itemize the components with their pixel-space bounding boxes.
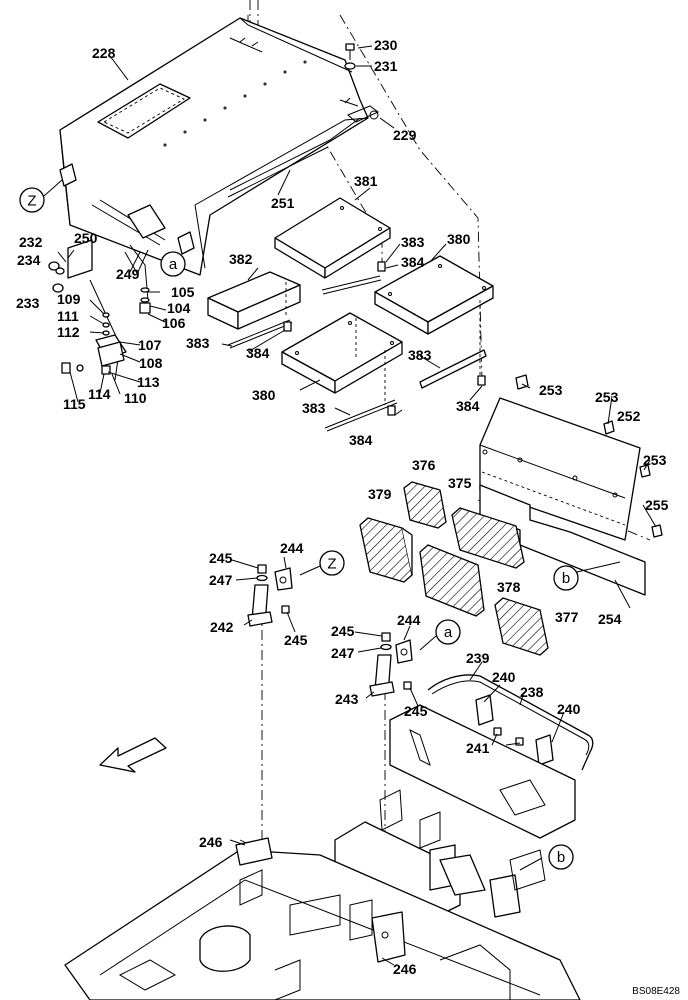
callout-380-b: 380 [252,387,276,403]
callout-383-c: 383 [408,347,432,363]
callout-229: 229 [393,127,417,143]
callout-233: 233 [16,295,40,311]
callout-244-a: 244 [280,540,304,556]
callout-383-d: 383 [302,400,326,416]
callout-379: 379 [368,486,392,502]
callout-254: 254 [598,611,622,627]
callout-231: 231 [374,58,398,74]
ref-marker-z-mid: Z [319,550,345,576]
callout-253-c: 253 [643,452,667,468]
callout-113: 113 [137,374,160,390]
callout-107: 107 [138,337,162,353]
ref-marker-b-right: b [553,565,579,591]
panel-252 [479,397,641,541]
callout-239: 239 [466,650,490,666]
callout-384-d: 384 [349,432,373,448]
callout-114: 114 [88,386,111,402]
callout-labels: 228 230 231 229 251 381 383 384 380 382 … [16,37,669,977]
callout-112: 112 [57,324,80,340]
ref-marker-z-top: Z [19,179,63,213]
ref-marker-a-top: a [160,251,186,277]
callout-378: 378 [497,579,521,595]
callout-249: 249 [116,266,140,282]
ref-label-a-top: a [169,256,178,273]
callout-246-a: 246 [199,834,223,850]
callout-383-b: 383 [186,335,210,351]
direction-arrow [99,737,167,773]
mats-380-382 [207,197,494,394]
bolts-253-255 [515,374,663,538]
callout-245-c: 245 [331,623,355,639]
callout-240-b: 240 [557,701,581,717]
callout-241: 241 [466,740,490,756]
callout-111: 111 [57,308,79,324]
bolt-230 [344,43,356,70]
bolts-384 [283,261,486,416]
callout-230: 230 [374,37,398,53]
callout-384-c: 384 [456,398,480,414]
callout-110: 110 [124,390,147,406]
machine-frame [64,704,581,1000]
ref-marker-b-bottom: b [548,844,574,870]
callout-104: 104 [167,300,191,316]
hinge-stack-107-113 [48,261,127,375]
callout-234: 234 [17,252,41,268]
ref-label-z-top: Z [27,193,36,210]
ref-label-z-mid: Z [327,556,336,573]
callout-380-a: 380 [447,231,471,247]
callout-377: 377 [555,609,579,625]
callout-382: 382 [229,251,253,267]
callout-106: 106 [162,315,186,331]
callout-245-a: 245 [209,550,233,566]
callout-105: 105 [171,284,195,300]
callout-253-a: 253 [539,382,563,398]
callout-253-b: 253 [595,389,619,405]
latch-243 [369,632,413,697]
callout-251: 251 [271,195,295,211]
callout-252: 252 [617,408,641,424]
bolt-stack-105-106 [139,287,151,314]
ref-label-b-bottom: b [557,849,565,866]
callout-375: 375 [448,475,472,491]
callout-376: 376 [412,457,436,473]
callout-384-b: 384 [246,345,270,361]
callout-238: 238 [520,684,544,700]
callout-245-b: 245 [284,632,308,648]
absorbers-375-379 [359,481,549,656]
callout-247-b: 247 [331,645,355,661]
ref-marker-a-mid: a [435,619,461,645]
bracket-250 [67,199,166,381]
callout-232: 232 [19,234,43,250]
drawing-code: BS08E428 [632,986,680,997]
handrail-238 [427,674,594,771]
ref-label-b-right: b [562,570,570,587]
callout-242: 242 [210,619,234,635]
callout-381: 381 [354,173,378,189]
callout-245-d: 245 [404,703,428,719]
callout-243: 243 [335,691,359,707]
callout-383-a: 383 [401,234,425,250]
leader-lines [57,45,657,966]
callout-247-a: 247 [209,572,233,588]
callout-109: 109 [57,291,81,307]
callout-108: 108 [139,355,163,371]
latch-242 [247,564,293,627]
callout-250: 250 [74,230,98,246]
callout-244-b: 244 [397,612,421,628]
callout-246-b: 246 [393,961,417,977]
callout-255: 255 [645,497,669,513]
callout-384-a: 384 [401,254,425,270]
callout-228: 228 [92,45,116,61]
callout-240-a: 240 [492,669,516,685]
ref-label-a-mid: a [444,624,453,641]
callout-115: 115 [63,396,86,412]
rods-383 [227,275,487,432]
